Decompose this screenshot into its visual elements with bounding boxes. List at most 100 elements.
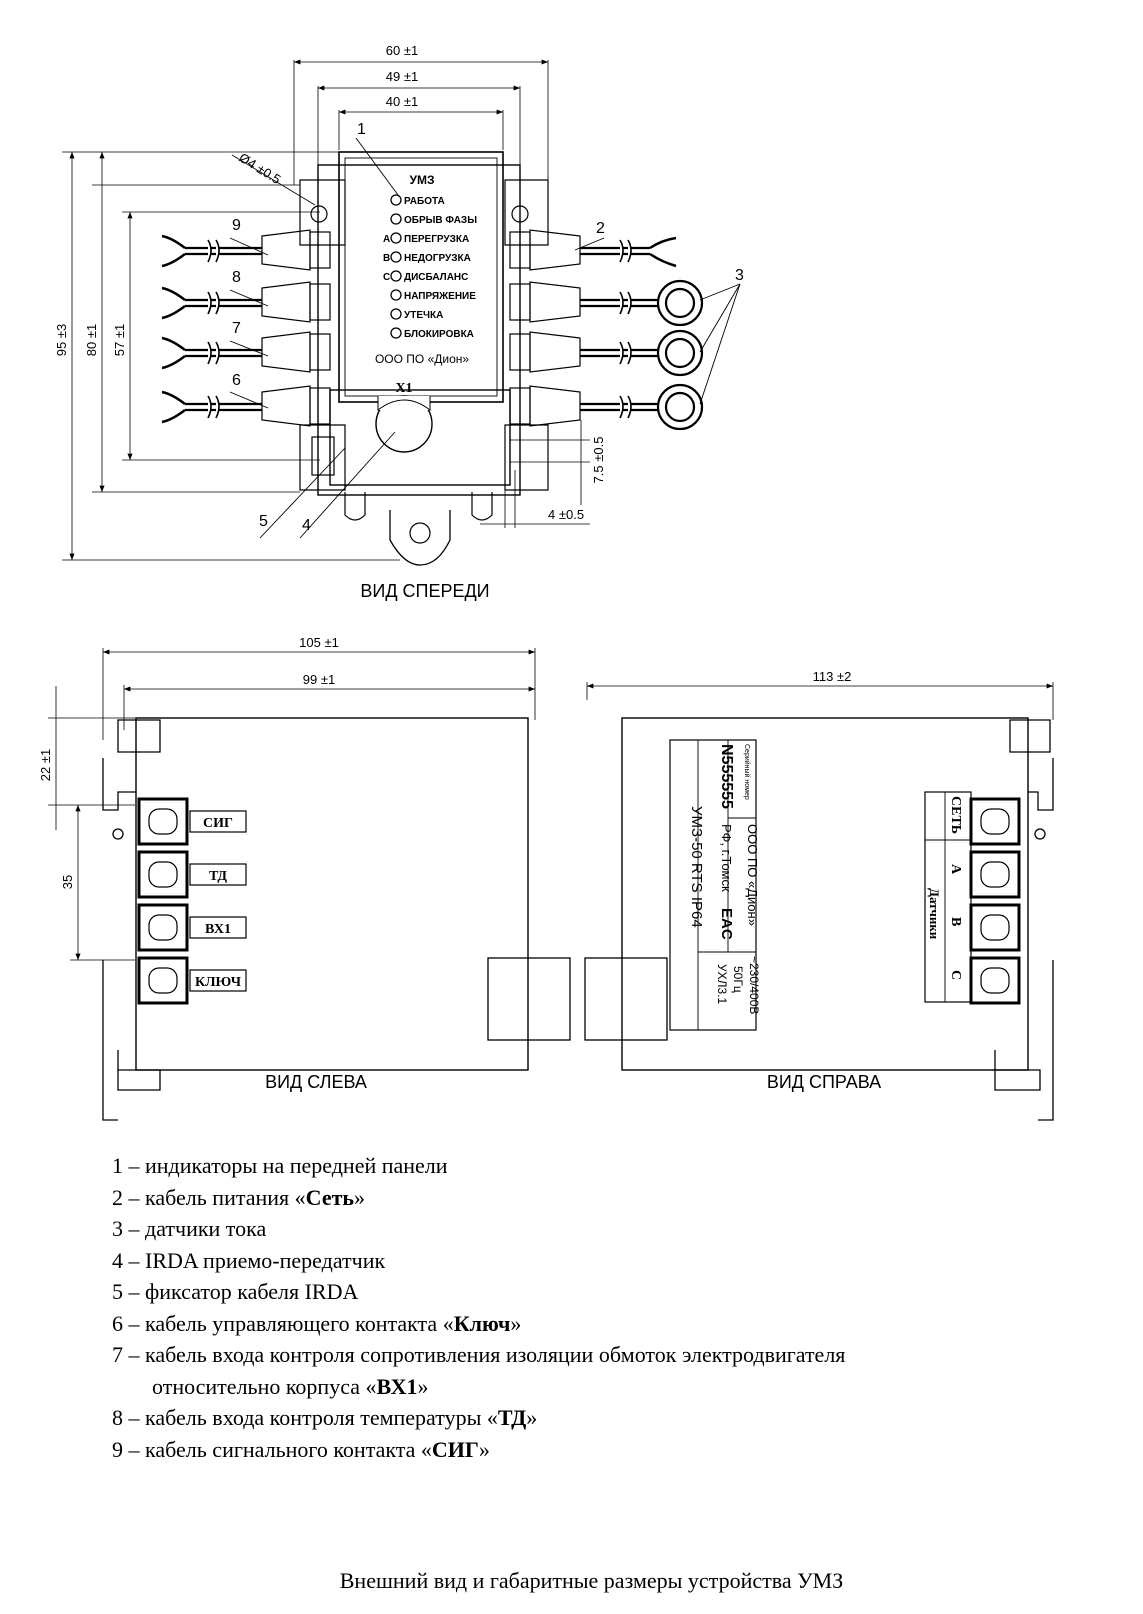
callout-1: 1 bbox=[357, 121, 366, 138]
callout-5: 5 bbox=[259, 513, 268, 530]
legend-num: 1 bbox=[112, 1153, 123, 1178]
terminal-sig: СИГ bbox=[203, 816, 233, 831]
terminal-vx1: ВХ1 bbox=[205, 922, 231, 937]
legend-item: 8 – кабель входа контроля температуры «Т… bbox=[112, 1405, 538, 1430]
plate-maker: ООО ПО «Дион» bbox=[745, 824, 760, 926]
legend-num: 5 bbox=[112, 1279, 123, 1304]
legend-num: 8 bbox=[112, 1405, 123, 1430]
legend-key: Сеть bbox=[305, 1184, 355, 1210]
legend-text: кабель питания « bbox=[145, 1184, 306, 1210]
legend-key: ТД bbox=[497, 1405, 527, 1430]
front-view-title: ВИД СПЕРЕДИ bbox=[360, 581, 489, 601]
callout-2: 2 bbox=[596, 220, 605, 237]
indicator-label: УТЕЧКА bbox=[404, 310, 443, 321]
terminal-net: СЕТЬ bbox=[948, 796, 963, 834]
left-view-title: ВИД СЛЕВА bbox=[265, 1072, 367, 1092]
legend-item: 5 – фиксатор кабеля IRDA bbox=[112, 1279, 359, 1304]
terminal-sensors: Датчики bbox=[927, 888, 942, 940]
legend-item: 9 – кабель сигнального контакта «СИГ» bbox=[112, 1436, 490, 1462]
legend-text: датчики тока bbox=[145, 1216, 267, 1241]
dim-length-113: 113 ±2 bbox=[813, 669, 852, 684]
legend-tail: » bbox=[354, 1184, 366, 1210]
phase-mark: C bbox=[383, 272, 390, 283]
right-view-title: ВИД СПРАВА bbox=[767, 1072, 881, 1092]
callout-8: 8 bbox=[232, 269, 241, 286]
terminal-phase-a: A bbox=[948, 864, 963, 875]
panel-device-name: УМЗ bbox=[410, 173, 435, 187]
dim-height-57: 57 ±1 bbox=[112, 324, 127, 356]
legend-tail: » bbox=[526, 1405, 538, 1430]
legend-text: индикаторы на передней панели bbox=[145, 1153, 448, 1178]
legend-num: 3 bbox=[112, 1216, 123, 1241]
plate-city: РФ, г.Томск bbox=[719, 824, 734, 892]
legend-item: 3 – датчики тока bbox=[112, 1216, 267, 1241]
legend-num: 7 bbox=[112, 1342, 123, 1367]
plate-model: УМЗ-50 RTS IP64 bbox=[688, 806, 705, 928]
dim-height-80: 80 ±1 bbox=[84, 324, 99, 356]
legend-item: 1 – индикаторы на передней панели bbox=[112, 1153, 448, 1178]
right-view bbox=[584, 682, 1054, 1121]
legend-item-continuation: относительно корпуса «ВХ1» bbox=[112, 1371, 1092, 1403]
dim-hole-diameter: Ø4 ±0.5 bbox=[236, 150, 283, 187]
plate-climate: УХЛ3.1 bbox=[715, 964, 729, 1005]
indicator-label: НАПРЯЖЕНИЕ bbox=[404, 291, 476, 302]
terminal-td: ТД bbox=[209, 869, 227, 884]
dim-length-105: 105 ±1 bbox=[299, 635, 339, 650]
terminal-phase-c: C bbox=[948, 970, 963, 980]
legend-item: 6 – кабель управляющего контакта «Ключ» bbox=[112, 1310, 522, 1336]
legend-tail: » bbox=[510, 1310, 522, 1336]
technical-drawing: 60 ±1 49 ±1 40 ±1 Ø4 ±0.5 95 ±3 80 ±1 57… bbox=[38, 43, 1054, 1121]
dim-height-95: 95 ±3 bbox=[54, 324, 69, 356]
legend-key: ВХ1 bbox=[376, 1373, 418, 1399]
dim-width-49: 49 ±1 bbox=[386, 69, 418, 84]
legend-text: кабель сигнального контакта « bbox=[145, 1436, 432, 1462]
dim-pitch: 35 bbox=[60, 875, 75, 889]
legend-text: кабель входа контроля сопротивления изол… bbox=[145, 1342, 846, 1367]
legend-text: IRDA приемо-передатчик bbox=[145, 1247, 386, 1273]
dim-offset-vertical: 7.5 ±0.5 bbox=[591, 437, 606, 484]
callout-9: 9 bbox=[232, 217, 241, 234]
terminal-key: КЛЮЧ bbox=[195, 975, 242, 990]
legend-tail: » bbox=[417, 1373, 429, 1399]
plate-serial: N555555 bbox=[718, 744, 735, 809]
legend-item: 4 – IRDA приемо-передатчик bbox=[112, 1247, 386, 1273]
phase-mark: A bbox=[383, 234, 390, 245]
dim-length-99: 99 ±1 bbox=[303, 672, 335, 687]
legend-item: 2 – кабель питания «Сеть» bbox=[112, 1184, 366, 1210]
phase-mark: B bbox=[383, 253, 390, 264]
indicator-label: РАБОТА bbox=[404, 196, 445, 207]
legend-num: 9 bbox=[112, 1436, 123, 1462]
legend-text: относительно корпуса « bbox=[152, 1373, 377, 1399]
plate-frequency: 50Гц bbox=[731, 966, 745, 993]
callout-6: 6 bbox=[232, 372, 241, 389]
dim-offset-horizontal: 4 ±0.5 bbox=[548, 507, 584, 522]
indicator-label: БЛОКИРОВКА bbox=[404, 329, 474, 340]
dim-width-40: 40 ±1 bbox=[386, 94, 418, 109]
legend-num: 6 bbox=[112, 1310, 123, 1336]
legend-key: Ключ bbox=[453, 1310, 511, 1336]
legend-key: СИГ bbox=[431, 1436, 479, 1462]
figure-caption: Внешний вид и габаритные размеры устройс… bbox=[339, 1568, 844, 1593]
eac-mark-icon: EAC bbox=[718, 908, 735, 940]
front-view bbox=[62, 59, 741, 566]
plate-serial-caption: Серийный номер bbox=[743, 744, 751, 800]
indicator-label: ПЕРЕГРУЗКА bbox=[404, 234, 469, 245]
panel-maker: ООО ПО «Дион» bbox=[375, 352, 469, 366]
dim-top-offset: 22 ±1 bbox=[38, 749, 53, 781]
legend-num: 4 bbox=[112, 1247, 123, 1273]
legend-item: 7 – кабель входа контроля сопротивления … bbox=[112, 1342, 846, 1367]
indicator-label: ДИСБАЛАНС bbox=[404, 272, 468, 283]
legend: 1 – индикаторы на передней панели 2 – ка… bbox=[112, 1150, 1092, 1465]
callout-3: 3 bbox=[735, 267, 744, 284]
legend-tail: » bbox=[478, 1436, 490, 1462]
terminal-phase-b: B bbox=[948, 917, 963, 926]
legend-text: кабель входа контроля температуры « bbox=[145, 1405, 498, 1430]
callout-7: 7 bbox=[232, 320, 241, 337]
indicator-label: НЕДОГРУЗКА bbox=[404, 253, 471, 264]
callout-4: 4 bbox=[302, 517, 311, 534]
port-label: X1 bbox=[395, 381, 412, 396]
legend-text: фиксатор кабеля IRDA bbox=[145, 1279, 359, 1304]
dim-width-60: 60 ±1 bbox=[386, 43, 418, 58]
legend-text: кабель управляющего контакта « bbox=[145, 1310, 454, 1336]
plate-supply: ~230/400В bbox=[747, 956, 761, 1014]
